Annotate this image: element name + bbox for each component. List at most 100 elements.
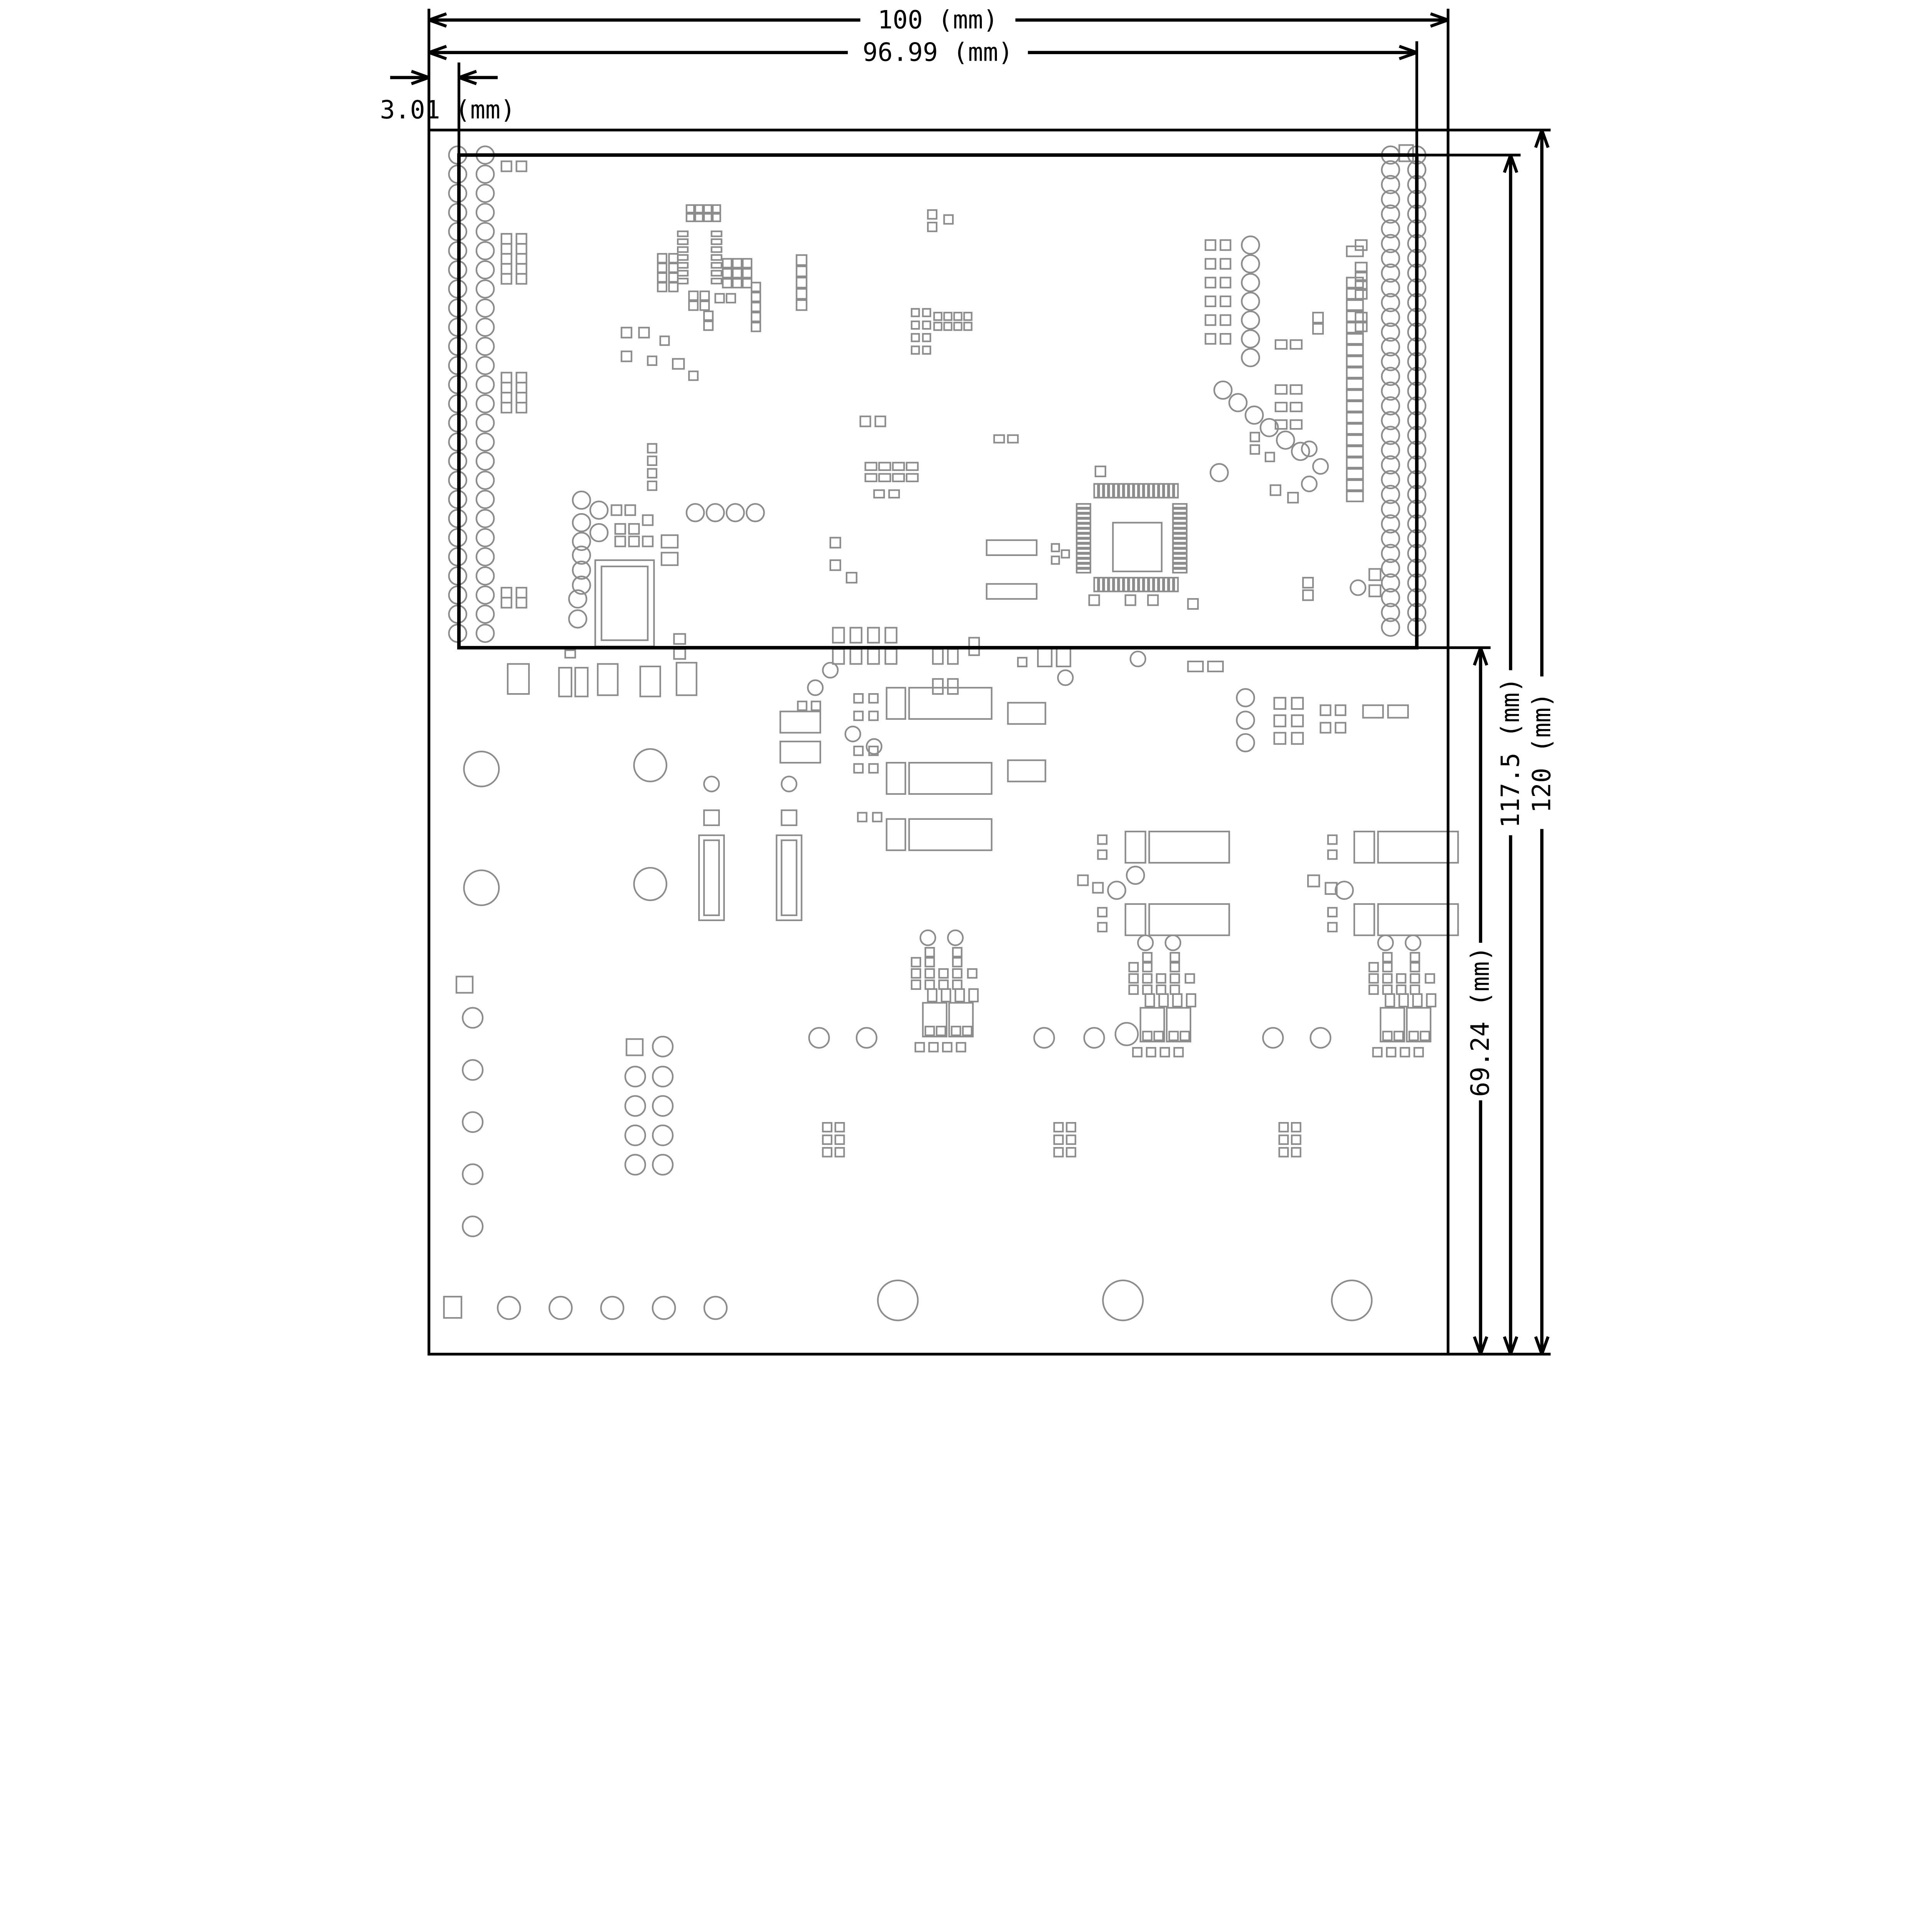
component-pad [500, 382, 512, 394]
component-pad [1381, 396, 1400, 416]
component-pad [1354, 239, 1368, 251]
component-pad [1278, 1122, 1289, 1132]
component-pad [1381, 264, 1400, 283]
component-pad [624, 1124, 646, 1146]
component-pad [932, 648, 944, 665]
component-pad [1372, 1047, 1383, 1057]
dimension-label: 69.24 (mm) [1466, 946, 1495, 1097]
component-pad [868, 763, 879, 774]
component-pad [1184, 973, 1195, 984]
component-pad [647, 480, 658, 491]
component-pad [853, 693, 864, 704]
component-pad [1132, 1047, 1143, 1057]
component-pad [1133, 577, 1139, 592]
component-pad [1173, 483, 1179, 499]
component-pad [462, 1111, 484, 1133]
component-pad [500, 597, 512, 609]
component-pad [1076, 518, 1092, 524]
component-pad [1172, 558, 1188, 564]
component-pad [938, 979, 949, 990]
component-pad [1098, 483, 1104, 499]
component-pad [1143, 483, 1149, 499]
component-pad [1346, 389, 1364, 401]
component-pad [1172, 553, 1188, 559]
component-pad [1408, 1030, 1419, 1041]
component-footprints-layer [443, 144, 1459, 1321]
component-pad [745, 503, 765, 522]
component-pad [600, 565, 649, 641]
component-pad [475, 394, 495, 413]
component-pad [1076, 523, 1092, 529]
component-pad [1207, 660, 1224, 672]
component-pad [796, 288, 808, 300]
component-pad [911, 957, 921, 967]
component-pad [711, 270, 723, 277]
component-pad [1228, 393, 1248, 412]
component-pad [884, 627, 898, 644]
component-pad [808, 1027, 830, 1049]
component-pad [1158, 577, 1164, 592]
component-pad [1406, 1007, 1432, 1042]
component-pad [942, 1042, 952, 1052]
component-pad [1219, 258, 1231, 270]
component-pad [462, 1163, 484, 1185]
component-pad [624, 1095, 646, 1117]
component-pad [711, 230, 723, 237]
component-pad [572, 490, 591, 510]
component-pad [657, 262, 668, 273]
component-pad [1381, 367, 1400, 386]
component-pad [834, 1134, 845, 1145]
component-pad [624, 1066, 646, 1088]
component-pad [986, 539, 1037, 556]
component-pad [742, 258, 753, 269]
component-pad [500, 233, 512, 245]
component-pad [1387, 704, 1409, 719]
component-pad [515, 263, 527, 275]
component-pad [515, 273, 527, 285]
component-pad [500, 243, 512, 255]
component-pad [1118, 577, 1124, 592]
component-pad [886, 818, 906, 851]
component-pad [924, 957, 935, 967]
component-pad [1346, 355, 1364, 367]
component-pad [1350, 579, 1367, 596]
component-pad [1204, 258, 1216, 270]
component-pad [1126, 865, 1145, 885]
component-pad [742, 278, 753, 289]
component-pad [888, 489, 900, 499]
component-pad [1241, 310, 1260, 330]
component-pad [638, 326, 650, 338]
component-pad [868, 711, 879, 721]
dimension-label: 100 (mm) [878, 5, 998, 34]
component-pad [874, 415, 886, 427]
component-pad [1291, 732, 1304, 745]
component-pad [1368, 984, 1379, 995]
component-pad [572, 532, 591, 551]
component-pad [924, 1025, 935, 1036]
pcb-dimension-drawing: 100 (mm)96.99 (mm)3.01 (mm)120 (mm)117.5… [380, 5, 1556, 1356]
component-pad [1425, 973, 1435, 984]
component-pad [776, 834, 803, 921]
component-pad [1172, 523, 1188, 529]
component-pad [652, 1035, 674, 1057]
component-pad [927, 988, 938, 1003]
component-pad [1381, 352, 1400, 371]
component-pad [1291, 442, 1310, 461]
component-pad [1241, 348, 1260, 367]
component-pad [1061, 549, 1070, 559]
component-pad [1209, 463, 1229, 483]
component-pad [633, 867, 668, 901]
board-outline [427, 129, 1450, 1356]
component-pad [1219, 277, 1231, 289]
component-pad [1346, 277, 1364, 289]
component-pad [1168, 1030, 1179, 1041]
component-pad [1007, 434, 1019, 444]
component-pad [652, 1066, 674, 1088]
component-pad [1384, 993, 1395, 1008]
component-pad [1148, 830, 1230, 864]
component-pad [935, 1025, 946, 1036]
component-pad [1076, 513, 1092, 519]
component-pad [1066, 1134, 1077, 1145]
component-pad [1346, 490, 1364, 502]
component-pad [722, 258, 733, 269]
